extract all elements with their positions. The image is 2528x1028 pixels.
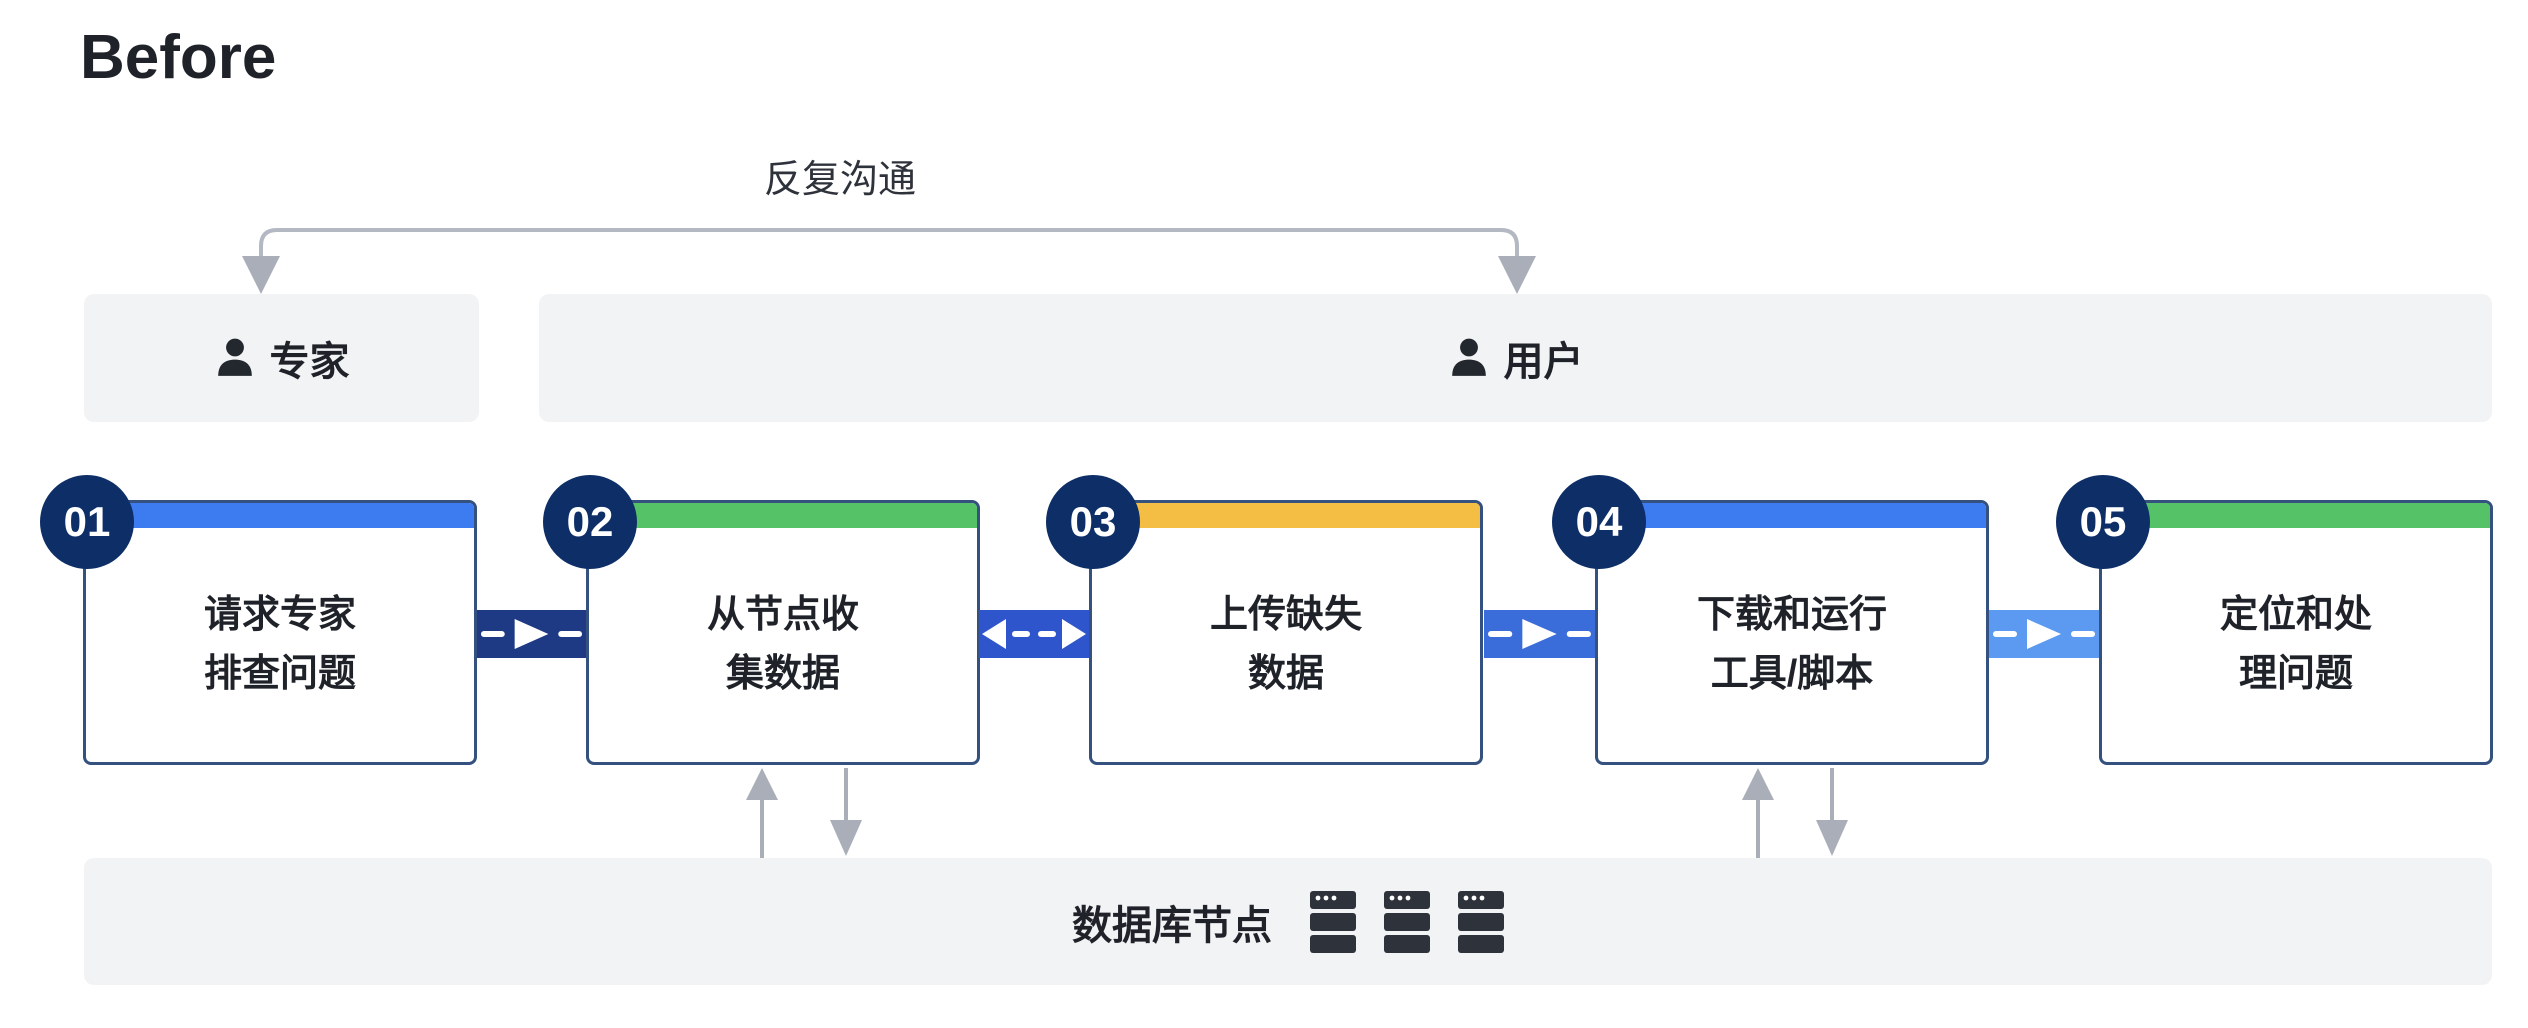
server-icon	[1384, 890, 1430, 953]
database-bar: 数据库节点	[84, 858, 2492, 985]
arrowhead-down-step2	[830, 820, 862, 856]
step-text-line: 上传缺失	[1209, 594, 1362, 637]
dashed-arrow-right-icon	[1993, 619, 2095, 649]
actor-label-user: 用户	[1503, 340, 1584, 384]
dashed-arrow-right-icon	[480, 619, 583, 649]
step-card-text: 请求专家 排查问题	[86, 528, 474, 762]
connector-04-05	[1989, 610, 2099, 658]
person-icon	[1448, 337, 1490, 379]
actor-box-expert: 专家	[84, 294, 479, 422]
dashed-arrow-both-icon	[982, 619, 1086, 649]
step-card-topbar	[589, 503, 977, 528]
arrowhead-up-step4	[1742, 768, 1774, 800]
step-number-badge: 03	[1046, 475, 1140, 569]
communication-loop-line	[259, 228, 1519, 258]
step-card-text: 定位和处 理问题	[2102, 528, 2490, 762]
step-card-text: 下载和运行 工具/脚本	[1598, 528, 1986, 762]
step-card-05: 05 定位和处 理问题	[2056, 475, 2493, 765]
server-icon	[1310, 890, 1356, 953]
step-card-02: 02 从节点收 集数据	[543, 475, 980, 765]
page-title: Before	[80, 23, 277, 92]
step-card-01: 01 请求专家 排查问题	[40, 475, 477, 765]
step-number-badge: 02	[543, 475, 637, 569]
database-label: 数据库节点	[1072, 903, 1272, 948]
arrowhead-up-step2	[746, 768, 778, 800]
actor-label-expert: 专家	[269, 340, 350, 384]
step-card-text: 从节点收 集数据	[589, 528, 977, 762]
step-number-badge: 04	[1552, 475, 1646, 569]
bracket-label: 反复沟通	[763, 159, 916, 201]
server-icon	[1458, 890, 1504, 953]
connector-01-02	[477, 610, 586, 658]
step-card-text: 上传缺失 数据	[1092, 528, 1480, 762]
connector-03-04	[1484, 610, 1595, 658]
step-text-line: 工具/脚本	[1710, 653, 1874, 695]
step-card-topbar	[2102, 503, 2490, 528]
actor-box-user: 用户	[539, 294, 2492, 422]
step-text-line: 定位和处	[2219, 594, 2372, 637]
arrowhead-down-step4	[1816, 820, 1848, 856]
step-card-topbar	[1092, 503, 1480, 528]
step-card-topbar	[1598, 503, 1986, 528]
arrowhead-down-to-expert	[242, 256, 280, 294]
person-icon	[214, 337, 256, 379]
step-text-line: 理问题	[2238, 653, 2353, 695]
step-number-badge: 01	[40, 475, 134, 569]
step-text-line: 集数据	[725, 653, 840, 695]
dashed-arrow-right-icon	[1488, 619, 1591, 649]
step-card-03: 03 上传缺失 数据	[1046, 475, 1483, 765]
step-card-04: 04 下载和运行 工具/脚本	[1552, 475, 1989, 765]
connector-02-03	[979, 610, 1089, 658]
step-number-badge: 05	[2056, 475, 2150, 569]
step-text-line: 下载和运行	[1696, 594, 1887, 637]
step-text-line: 排查问题	[203, 653, 356, 695]
step-text-line: 从节点收	[706, 594, 859, 637]
arrowhead-down-to-user	[1498, 256, 1536, 294]
step-card-topbar	[86, 503, 474, 528]
server-icons-group	[1310, 890, 1504, 953]
step-text-line: 数据	[1247, 653, 1324, 695]
step-text-line: 请求专家	[203, 594, 356, 637]
